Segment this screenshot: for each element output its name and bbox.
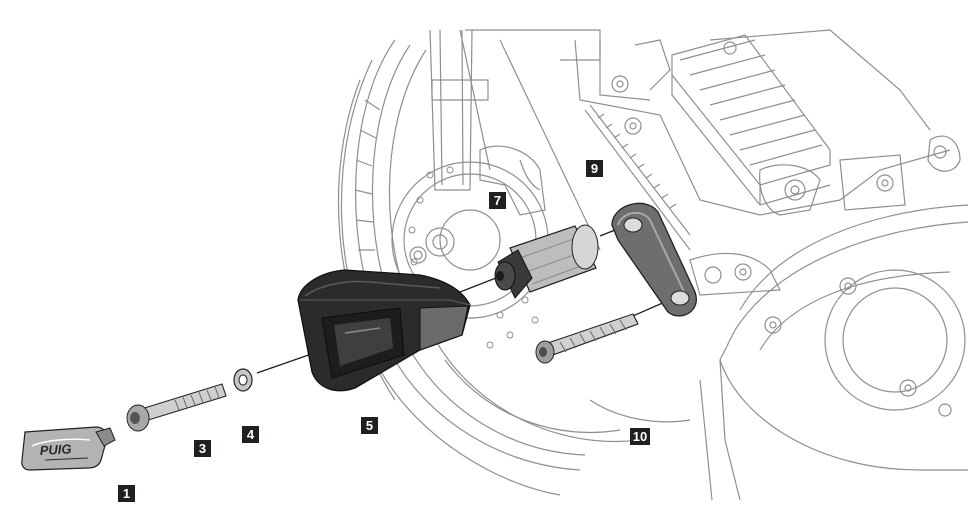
puig-logo: PUIG	[39, 441, 72, 458]
motorcycle-line-art	[337, 29, 968, 501]
callout-label-10: 10	[630, 428, 650, 445]
callout-label-1: 1	[118, 485, 135, 502]
callout-label-4: 4	[242, 426, 259, 443]
callout-label-7: 7	[489, 192, 506, 209]
callout-label-9: 9	[586, 160, 603, 177]
bracket-part	[611, 202, 697, 317]
long-bolt-part	[126, 383, 227, 432]
callout-label-3: 3	[194, 440, 211, 457]
slider-puck-part	[297, 269, 471, 392]
washer-part	[233, 368, 253, 392]
cap-insert-part: PUIG	[21, 426, 116, 471]
bracket-bolt-part	[535, 313, 639, 364]
callout-label-5: 5	[361, 417, 378, 434]
spacer-part	[494, 224, 599, 299]
